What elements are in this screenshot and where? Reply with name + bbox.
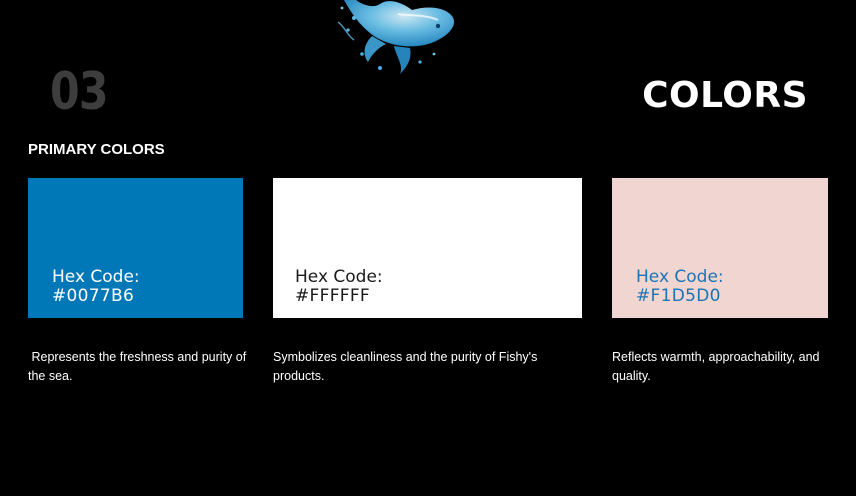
hex-code-label: Hex Code:	[636, 267, 724, 287]
section-number: 03	[50, 62, 109, 122]
color-description: Represents the freshness and purity of t…	[28, 350, 250, 383]
water-fish-icon	[334, 0, 460, 80]
color-description: Reflects warmth, approachability, and qu…	[612, 350, 823, 383]
color-swatch-pink: Hex Code: #F1D5D0	[612, 178, 828, 318]
hex-code-value: #0077B6	[52, 286, 135, 306]
hex-code-label: Hex Code:	[295, 267, 383, 287]
page-title: COLORS	[642, 75, 808, 116]
section-heading: PRIMARY COLORS	[28, 141, 165, 158]
hex-code-label: Hex Code:	[52, 267, 140, 287]
color-description: Symbolizes cleanliness and the purity of…	[273, 350, 541, 383]
color-swatch-white: Hex Code: #FFFFFF	[273, 178, 582, 318]
hex-code-value: #F1D5D0	[636, 286, 721, 306]
hex-code-value: #FFFFFF	[295, 286, 371, 306]
color-swatch-blue: Hex Code: #0077B6	[28, 178, 243, 318]
